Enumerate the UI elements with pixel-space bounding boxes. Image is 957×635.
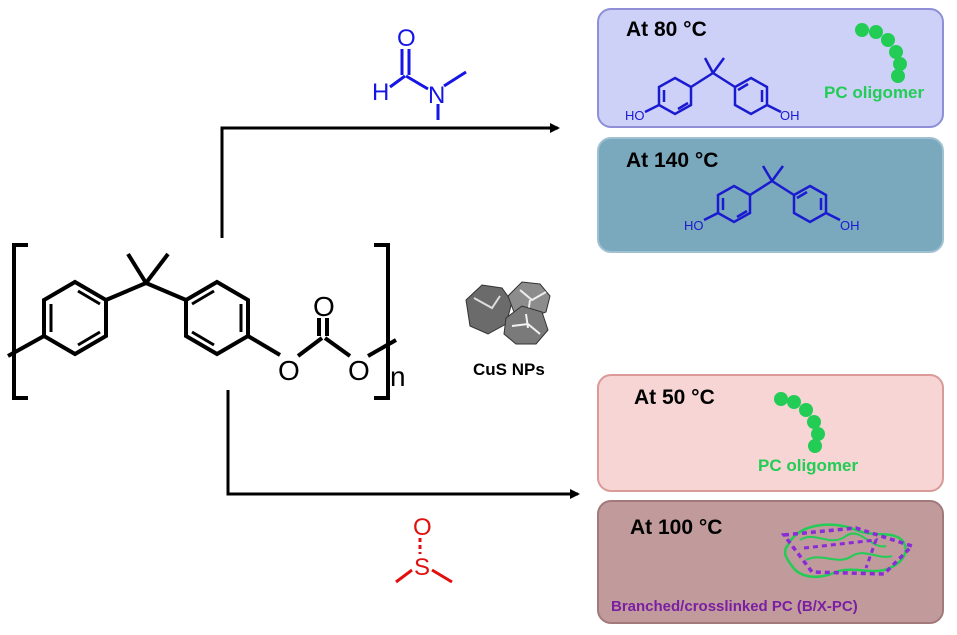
- condition-box-140c: [597, 137, 948, 257]
- arrow-bottom: [226, 390, 580, 499]
- benzene-ring-right: [184, 279, 250, 357]
- branched-label: Branched/crosslinked PC (B/X-PC): [611, 598, 858, 615]
- temp-label-140c: At 140 °C: [626, 149, 719, 172]
- cus-nanoparticle-image: [465, 281, 551, 345]
- temp-label-50c: At 50 °C: [634, 386, 715, 409]
- arrow-top: [220, 123, 560, 238]
- bpa-structure-140c: [703, 165, 841, 224]
- bpa-oh-80c: OH: [780, 108, 800, 123]
- bpa-structure-80c: [644, 57, 782, 116]
- atom-O-ester-2: O: [348, 355, 370, 386]
- dmso-atom-O: O: [413, 514, 432, 541]
- atom-O-ester-1: O: [278, 355, 300, 386]
- bpa-oh-140c: OH: [840, 218, 860, 233]
- oligomer-beads-80c: [855, 23, 907, 83]
- benzene-ring-left: [42, 279, 108, 357]
- dmso-structure: [395, 538, 453, 584]
- crosslinked-network: [780, 523, 916, 579]
- atom-O-carbonyl: O: [313, 291, 335, 322]
- oligomer-label-50c: PC oligomer: [758, 456, 859, 475]
- dmf-structure: [389, 49, 467, 120]
- catalyst-label: CuS NPs: [473, 360, 545, 379]
- temp-label-80c: At 80 °C: [626, 18, 707, 41]
- bracket-left: [12, 243, 28, 400]
- dmso-atom-S: S: [414, 554, 430, 581]
- oligomer-beads-50c: [774, 392, 825, 453]
- dmf-atom-N: N: [428, 82, 445, 109]
- dmf-atom-O: O: [397, 25, 416, 52]
- temp-label-100c: At 100 °C: [630, 516, 723, 539]
- bracket-right: [374, 243, 390, 400]
- polycarbonate-structure: [7, 243, 397, 400]
- dmf-atom-H: H: [372, 79, 389, 106]
- repeat-n: n: [390, 361, 406, 392]
- bpa-ho-140c: HO: [684, 218, 704, 233]
- bpa-ho-80c: HO: [625, 108, 645, 123]
- oligomer-label-80c: PC oligomer: [824, 83, 925, 102]
